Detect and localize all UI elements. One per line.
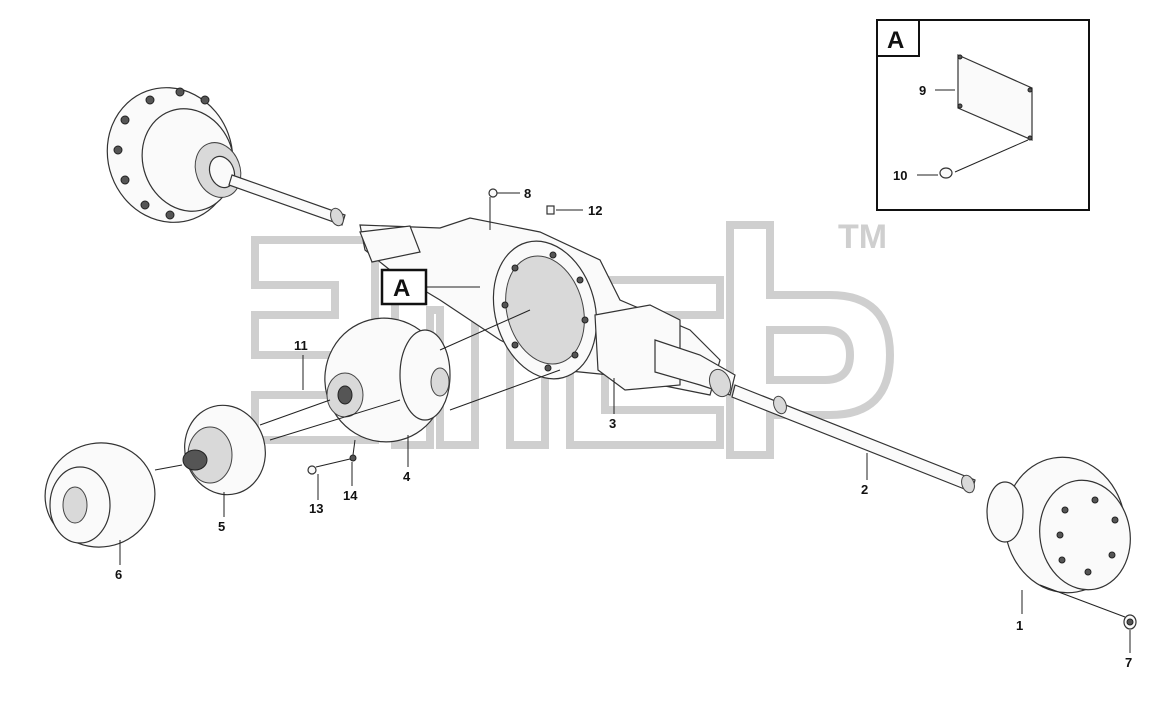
view-a-callout: A xyxy=(380,268,428,306)
part-8-plug xyxy=(488,188,498,198)
brake-assembly xyxy=(44,442,156,548)
callout-8: 8 xyxy=(524,186,531,201)
flange-yoke xyxy=(182,404,266,496)
callout-14: 14 xyxy=(343,488,358,503)
part-12-breather xyxy=(546,205,555,215)
trademark-mark: TM xyxy=(838,218,887,256)
callout-2: 2 xyxy=(861,482,868,497)
callout-9: 9 xyxy=(919,83,926,98)
differential-carrier xyxy=(324,317,451,443)
callout-3: 3 xyxy=(609,416,616,431)
part-10-plug xyxy=(939,167,953,179)
callout-6: 6 xyxy=(115,567,122,582)
part-13-bolt xyxy=(307,465,317,475)
part-9-cover xyxy=(957,54,1033,141)
callout-10: 10 xyxy=(893,168,907,183)
part-14-washer xyxy=(349,454,357,462)
left-axle-shaft xyxy=(228,174,346,227)
explode-lines xyxy=(154,309,1126,618)
callout-7: 7 xyxy=(1125,655,1132,670)
callout-4: 4 xyxy=(403,469,411,484)
callout-11: 11 xyxy=(294,338,308,353)
axle-housing xyxy=(359,217,736,398)
detail-view-label: A xyxy=(887,27,904,54)
view-a-callout-label: A xyxy=(393,275,410,302)
callout-13: 13 xyxy=(309,501,323,516)
callout-12: 12 xyxy=(588,203,602,218)
callout-5: 5 xyxy=(218,519,225,534)
right-wheel-hub xyxy=(986,456,1131,594)
detail-view-a: A 9 10 xyxy=(876,19,1090,211)
right-axle-shaft xyxy=(731,384,976,494)
leader-lines xyxy=(119,192,1131,653)
left-wheel-hub xyxy=(106,87,242,223)
callout-1: 1 xyxy=(1016,618,1023,633)
part-7-nut xyxy=(1123,614,1137,630)
